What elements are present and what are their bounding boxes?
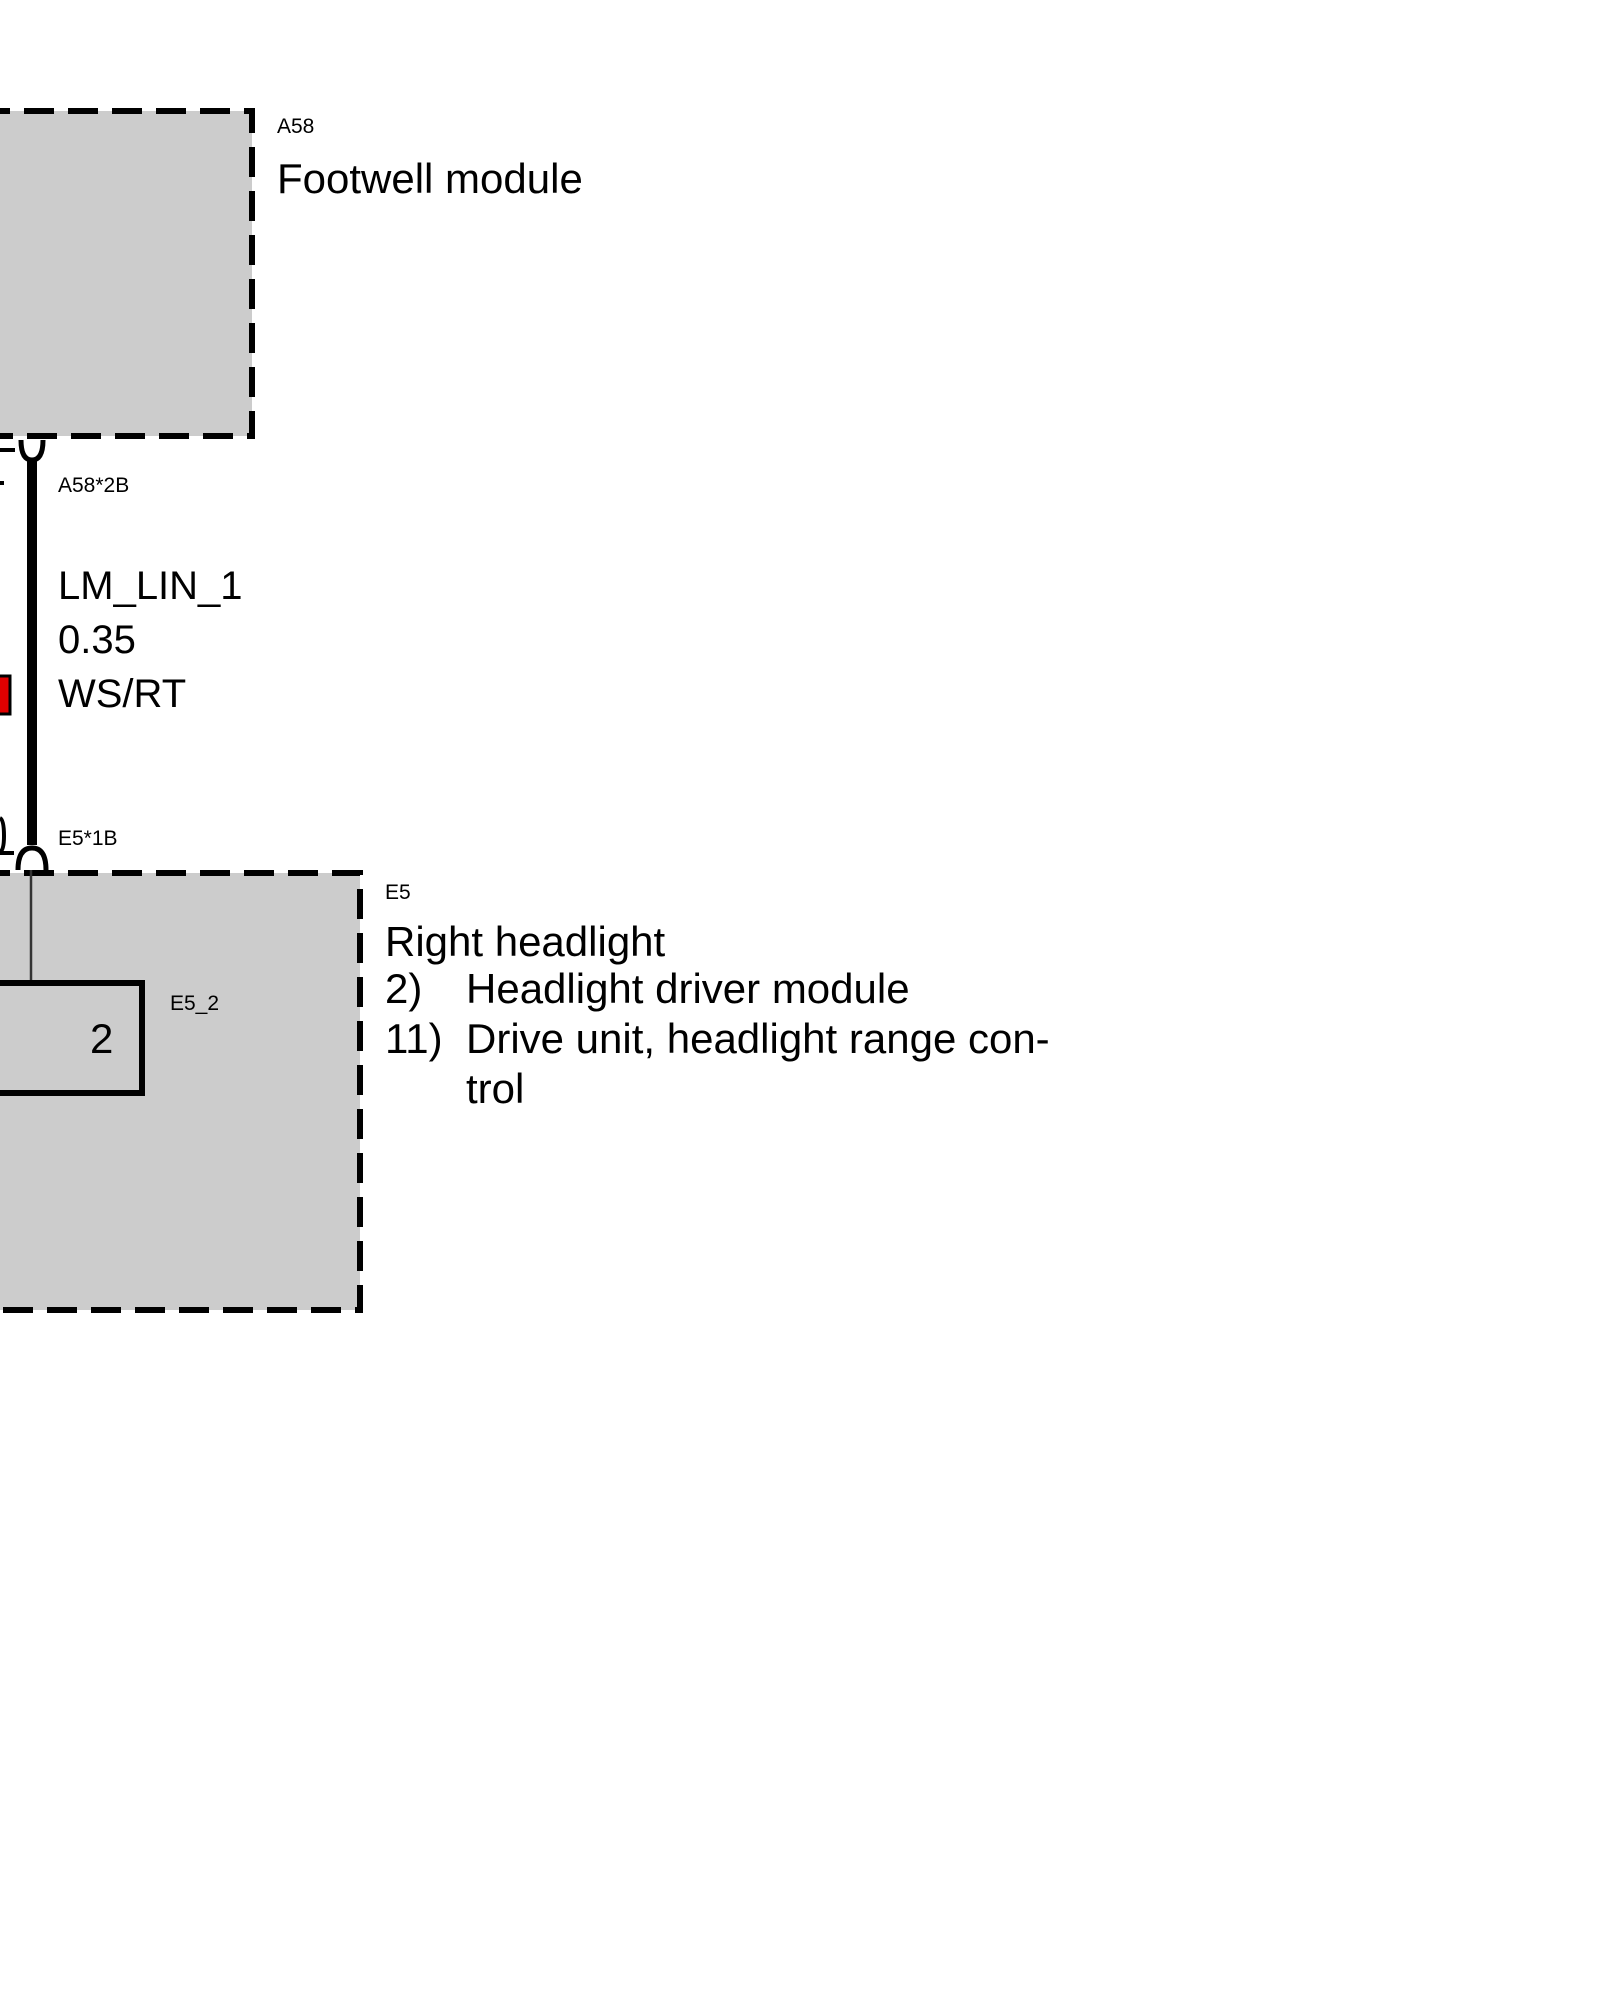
list-item-number: 2)	[385, 965, 423, 1012]
wire-signal-label: LM_LIN_1	[58, 564, 243, 608]
headlight-component-list: 2) Headlight driver module 11) Drive uni…	[385, 964, 1096, 1114]
submodule-code: E5_2	[170, 992, 220, 1015]
list-item-text: Drive unit, headlight range con-trol	[466, 1015, 1050, 1112]
connector-bottom-symbol	[15, 845, 49, 871]
submodule-box	[0, 980, 145, 1096]
list-item-number: 11)	[385, 1015, 443, 1062]
connector-top-label: A58*2B	[58, 474, 130, 497]
wire-color-label: WS/RT	[58, 672, 187, 716]
submodule-pin: 2	[90, 1015, 114, 1062]
footwell-module-code: A58	[277, 115, 315, 138]
list-item: 11) Drive unit, headlight range con-trol	[385, 1014, 1096, 1114]
wire-gauge-label: 0.35	[58, 618, 136, 662]
footwell-module-name: Footwell module	[277, 155, 583, 202]
connector-bottom-label: E5*1B	[58, 827, 118, 850]
left-connector-fragment-bottom	[0, 816, 14, 855]
headlight-module-code: E5	[385, 881, 411, 904]
connector-top-symbol	[18, 439, 46, 463]
headlight-module-name: Right headlight	[385, 918, 666, 965]
footwell-module-box	[0, 108, 255, 439]
list-item-text: Headlight driver module	[466, 965, 910, 1012]
left-connector-fragment-top	[0, 448, 15, 485]
red-marker	[0, 674, 12, 716]
list-item: 2) Headlight driver module	[385, 964, 1096, 1014]
